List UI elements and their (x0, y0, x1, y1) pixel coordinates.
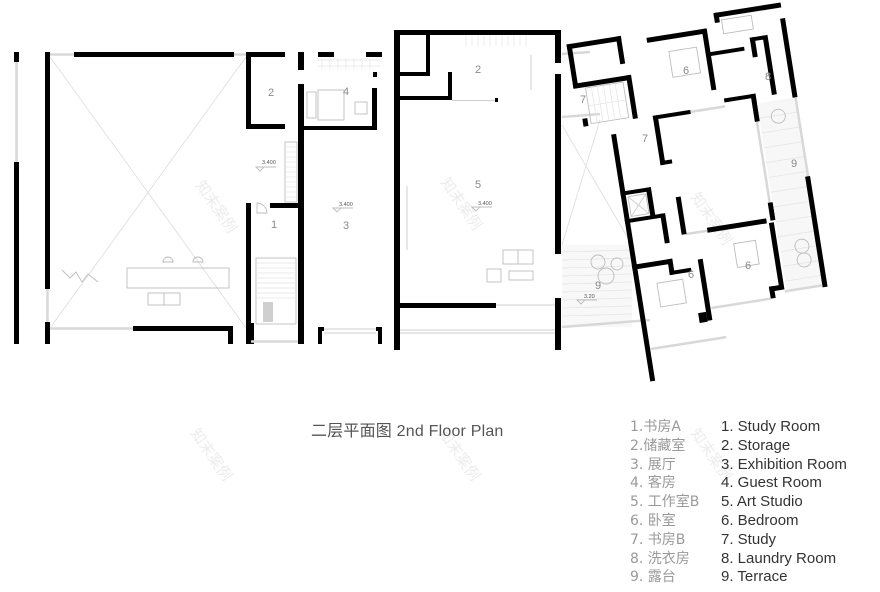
legend-item-cn: 7. 书房B (630, 531, 686, 548)
room-label-storage: 2 (475, 64, 481, 76)
room-label-bedroom: 6 (688, 269, 694, 281)
art-studio-block (394, 30, 561, 350)
elevation-marker: 3.400 (331, 202, 353, 213)
legend-item-en: 8. Laundry Room (721, 549, 837, 567)
room-label-study: 7 (580, 94, 586, 106)
legend-item-cn: 8. 洗衣房 (630, 550, 690, 567)
legend-item-cn: 3. 展厅 (630, 456, 676, 473)
watermark: 知末案例 (687, 189, 736, 248)
room-label-bedroom: 6 (745, 260, 751, 272)
legend-item-en: 1. Study Room (721, 418, 821, 435)
legend-item-cn: 1.书房A (630, 419, 681, 435)
room-label-terrace: 9 (791, 158, 797, 170)
elevation-marker: 3.400 (470, 201, 492, 212)
room-label-laundry-room: 8 (765, 71, 771, 83)
room-label-bedroom: 6 (683, 65, 689, 77)
room-label-storage: 2 (268, 87, 274, 99)
elevation-markers: 3.400 3.400 3.400 3.20 (254, 160, 597, 305)
elevation-marker: 3.20 (575, 294, 597, 305)
watermark: 知末案例 (187, 425, 236, 484)
legend-chinese: 1.书房A 2.储藏室 3. 展厅 4. 客房 5. 工作室B 6. 卧室 7.… (630, 418, 699, 587)
legend-item-en: 7. Study (721, 530, 777, 548)
svg-text:3.400: 3.400 (339, 202, 353, 208)
legend-item-cn: 9. 露台 (630, 569, 676, 586)
guest-exhibition-block (304, 52, 382, 344)
room-label-study: 7 (642, 133, 648, 145)
east-wing (566, 2, 828, 382)
legend-item-en: 6. Bedroom (721, 511, 799, 529)
svg-text:3.400: 3.400 (478, 201, 492, 207)
elevation-marker: 3.400 (254, 160, 276, 172)
left-hall (14, 52, 247, 344)
plan-title-cn: 二层平面图 (311, 423, 393, 440)
legend-item-en: 2. Storage (721, 436, 791, 454)
corridor-terrace (561, 50, 651, 329)
svg-text:3.20: 3.20 (584, 294, 595, 300)
room-label-terrace: 9 (595, 280, 601, 292)
legend-item-en: 9. Terrace (721, 568, 788, 586)
watermark: 知末案例 (192, 177, 241, 236)
legend-english: 1. Study Room 2. Storage 3. Exhibition R… (721, 418, 847, 587)
room-label-exhibition-room: 3 (343, 220, 349, 232)
legend-item-cn: 2.储藏室 (630, 437, 686, 454)
legend-item-cn: 6. 卧室 (630, 512, 676, 529)
room-label-art-studio: 5 (475, 179, 481, 191)
plan-title-en: 2nd Floor Plan (396, 423, 504, 440)
room-label-guest-room: 4 (343, 86, 349, 98)
legend-item-cn: 4. 客房 (630, 475, 676, 492)
study-storage-block (246, 52, 304, 344)
plan-title: 二层平面图 2nd Floor Plan (311, 417, 504, 441)
legend-item-en: 5. Art Studio (721, 493, 803, 511)
legend-item-cn: 5. 工作室B (630, 494, 700, 511)
room-label-study-room: 1 (271, 219, 277, 231)
room-labels: 2 4 1 3 2 5 7 7 6 8 9 9 6 6 (268, 64, 797, 292)
legend-item-en: 4. Guest Room (721, 474, 822, 492)
svg-text:3.400: 3.400 (262, 160, 276, 166)
legend-item-en: 3. Exhibition Room (721, 455, 847, 473)
